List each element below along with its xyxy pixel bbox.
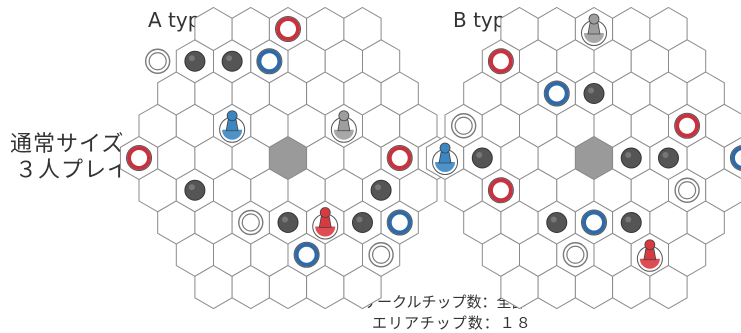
- gray-pawn-piece: [330, 110, 357, 143]
- board-b: [425, 6, 741, 310]
- blue-circle-chip: [581, 209, 607, 236]
- white-circle-chip: [562, 242, 589, 268]
- hex-grid: [425, 6, 741, 310]
- dark-area-chip: [620, 212, 642, 233]
- blue-circle-chip: [256, 48, 283, 75]
- white-circle-chip: [368, 242, 394, 268]
- white-circle-chip: [450, 113, 477, 139]
- blue-circle-chip: [293, 241, 320, 268]
- white-circle-chip: [144, 48, 171, 74]
- blue-circle-chip: [543, 80, 570, 107]
- dark-area-chip: [184, 179, 206, 201]
- blue-circle-chip: [386, 209, 413, 236]
- hex-cell: [705, 168, 741, 213]
- red-circle-chip: [386, 145, 413, 171]
- dark-area-chip: [221, 50, 243, 72]
- red-circle-chip: [487, 177, 514, 204]
- red-pawn-piece: [636, 239, 663, 272]
- dark-area-chip: [657, 147, 679, 169]
- white-circle-chip: [238, 209, 264, 236]
- side-label-line2: ３人プレイ: [15, 158, 131, 183]
- board-a: [119, 6, 457, 310]
- blue-pawn-piece: [432, 142, 459, 175]
- red-circle-chip: [487, 48, 514, 75]
- circle-chip-count: サークルチップ数：全部: [362, 293, 527, 311]
- blue-circle-chip: [729, 145, 741, 171]
- gray-pawn-piece: [581, 13, 607, 46]
- dark-area-chip: [620, 147, 642, 169]
- blue-pawn-piece: [219, 110, 246, 143]
- dark-area-chip: [184, 50, 206, 72]
- red-circle-chip: [674, 112, 701, 139]
- red-circle-chip: [275, 16, 301, 42]
- red-circle-chip: [126, 145, 153, 171]
- dark-area-chip: [277, 212, 299, 233]
- dark-area-chip: [583, 83, 605, 104]
- red-pawn-piece: [312, 207, 339, 240]
- dark-area-chip: [351, 212, 373, 233]
- dark-area-chip: [471, 147, 493, 169]
- white-circle-chip: [674, 177, 700, 203]
- dark-area-chip: [370, 179, 392, 201]
- side-label-line1: 通常サイズ: [10, 132, 125, 157]
- dark-area-chip: [546, 212, 568, 233]
